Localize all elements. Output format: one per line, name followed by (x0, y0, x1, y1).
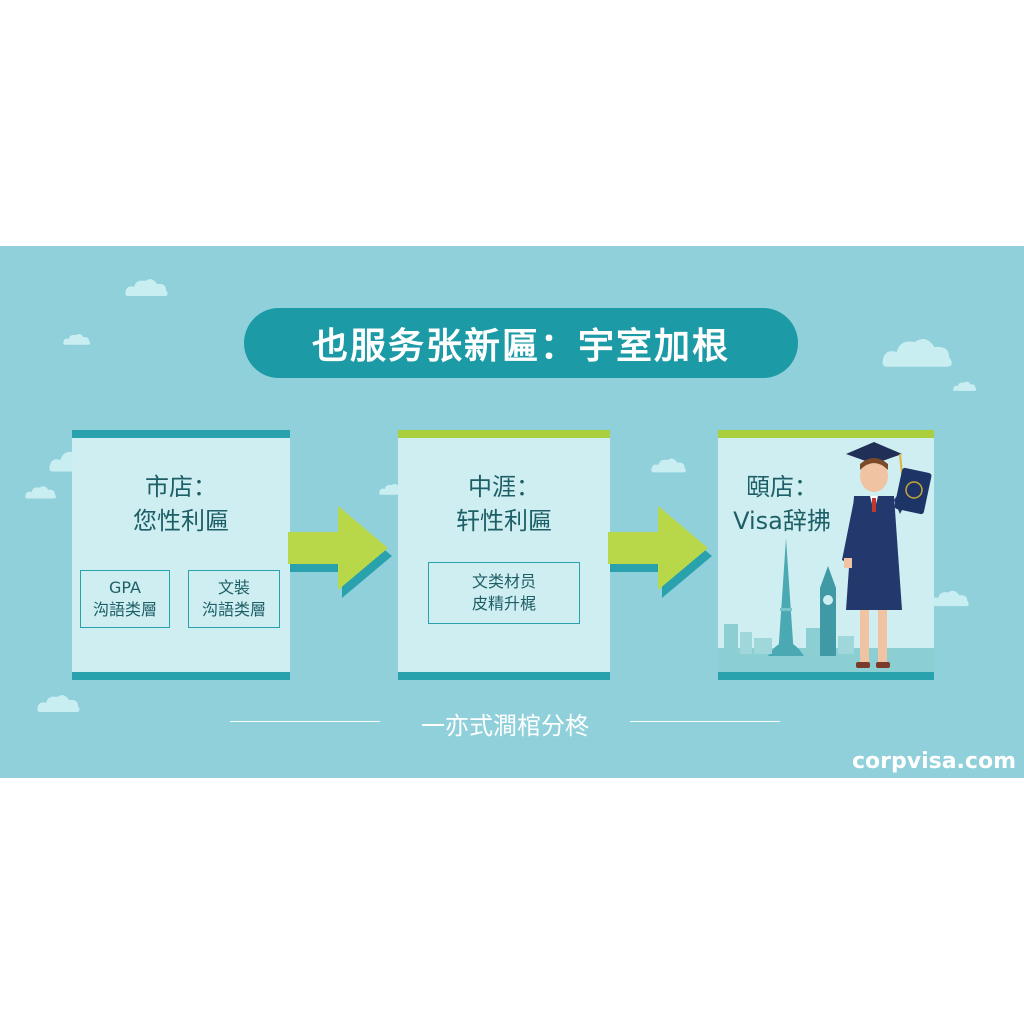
step-1-box-2: 文裝 沟語类層 (188, 570, 280, 628)
step-card-1: 市店： 您性利匾 GPA 沟語类層 文裝 沟語类層 (72, 430, 290, 680)
step-1-heading: 市店： 您性利匾 (72, 470, 290, 538)
step-2-heading-line2: 轩性利匾 (456, 507, 552, 535)
step-2-heading: 中涯： 轩性利匾 (398, 470, 610, 538)
step-2-box-1: 文类材员 皮精升梶 (428, 562, 580, 624)
step-3-heading-line1: 頤店： (746, 473, 818, 501)
cloud-icon (63, 333, 91, 345)
watermark: corpvisa.com (851, 749, 1016, 774)
arrow-right-icon (608, 506, 712, 598)
step-1-box-1: GPA 沟語类層 (80, 570, 170, 628)
cloud-icon (953, 381, 977, 391)
step-1-heading-line2: 您性利匾 (133, 507, 229, 535)
cloud-icon (882, 339, 952, 367)
arrow-right-icon (288, 506, 392, 598)
footer-divider-right (630, 721, 780, 722)
footer-caption: 一亦式澗棺分柊 (421, 712, 589, 740)
page-title: 也服务张新匾：宇室加根 (244, 308, 798, 378)
cloud-icon (37, 695, 80, 712)
footer-divider-left (230, 721, 380, 722)
step-3-heading: 頤店： Visa辞拂 (718, 470, 890, 538)
step-card-3: 頤店： Visa辞拂 (718, 430, 934, 680)
step-2-heading-line1: 中涯： (468, 473, 540, 501)
cloud-icon (125, 279, 168, 296)
city-skyline-icon (718, 538, 934, 672)
cloud-icon (930, 590, 969, 607)
step-3-heading-line2: Visa辞拂 (733, 507, 831, 535)
graduate-figure-icon (842, 442, 932, 668)
step-1-heading-line1: 市店： (145, 473, 217, 501)
banner: 也服务张新匾：宇室加根 市店： 您性利匾 GPA 沟語类層 文裝 沟語类層 中涯… (0, 246, 1024, 778)
step-card-2: 中涯： 轩性利匾 文类材员 皮精升梶 (398, 430, 610, 680)
cloud-icon (651, 458, 686, 473)
cloud-icon (25, 486, 56, 499)
